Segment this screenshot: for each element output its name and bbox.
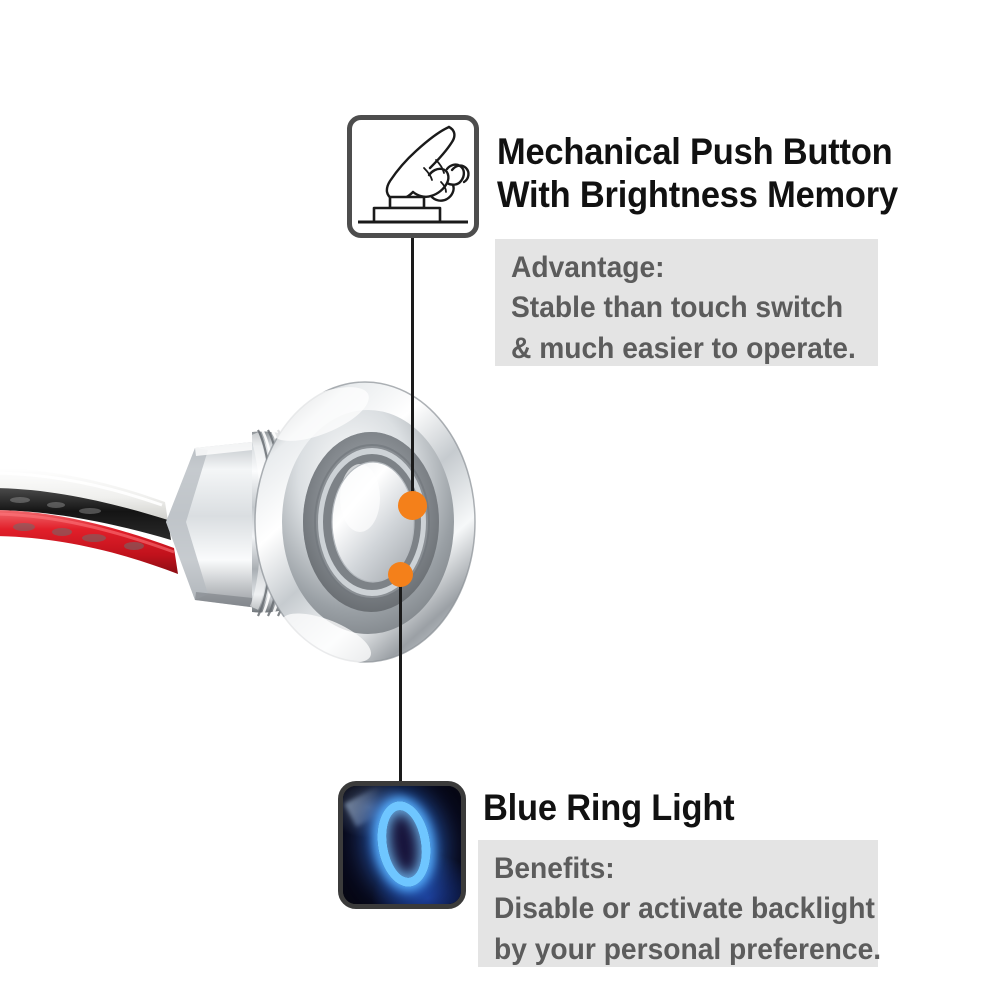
center-button-cap — [331, 461, 415, 583]
feature-description-push-button: Advantage: Stable than touch switch & mu… — [495, 239, 878, 366]
product-photo — [0, 350, 510, 690]
feature-description-text-push-button: Advantage: Stable than touch switch & mu… — [511, 251, 856, 365]
ring-photo-background — [343, 786, 461, 904]
feature-description-ring-light: Benefits: Disable or activate backlight … — [478, 840, 882, 967]
feature-heading-push-button: Mechanical Push Button With Brightness M… — [497, 131, 898, 215]
blue-ring-light-photo-icon — [338, 781, 466, 909]
callout-dot-button-cap — [398, 491, 427, 520]
hand-pressing-button-icon — [347, 115, 479, 238]
leader-line-ring-light — [399, 574, 402, 782]
leader-line-push-button — [411, 236, 414, 508]
wire-leads — [0, 468, 178, 574]
callout-dot-led-ring — [388, 562, 413, 587]
feature-description-text-ring-light: Benefits: Disable or activate backlight … — [494, 852, 882, 966]
feature-heading-ring-light: Blue Ring Light — [483, 787, 735, 828]
